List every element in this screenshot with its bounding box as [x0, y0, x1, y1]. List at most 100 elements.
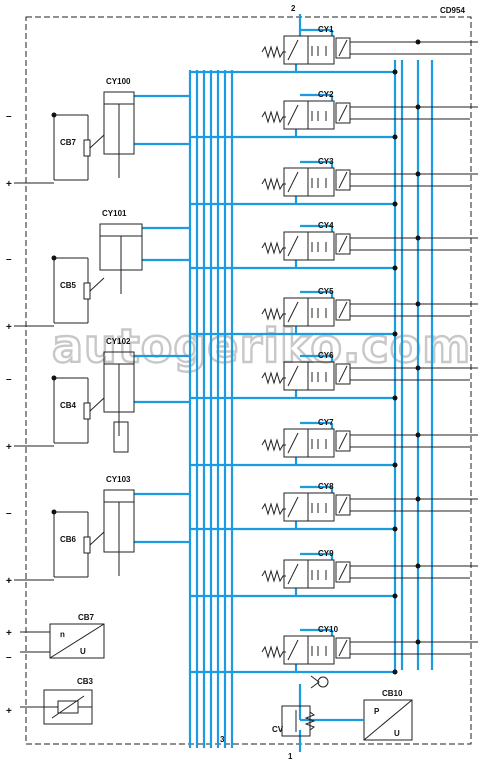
valve-cy10: CY10 — [261, 625, 351, 665]
switch-cb5: CB5 — [60, 277, 105, 300]
valve-ports — [311, 46, 327, 56]
switch-cb4: CB4 — [60, 397, 105, 420]
valve-solenoid-slash — [338, 301, 348, 319]
valve-spring — [261, 241, 286, 255]
unit-boundary — [25, 16, 472, 745]
junction-dot — [392, 462, 398, 468]
terminal-plus: + — [6, 322, 12, 333]
valve-arrow — [287, 496, 299, 518]
junction-dot — [392, 669, 398, 675]
switch-lever — [89, 531, 105, 546]
valve-arrow — [287, 639, 299, 661]
valve-cy3: CY3 — [261, 157, 351, 197]
valve-spring — [261, 569, 286, 583]
valve-solenoid-slash — [338, 39, 348, 57]
valve-box-b — [307, 100, 335, 130]
valve-arrow — [287, 301, 299, 323]
terminal-plus: + — [6, 179, 12, 190]
valve-solenoid — [335, 561, 351, 583]
valve-ports — [311, 570, 327, 580]
switch-label: CB4 — [60, 401, 77, 410]
valve-solenoid-slash — [338, 563, 348, 581]
junction-dot — [392, 201, 398, 207]
valve-label: CY10 — [318, 625, 339, 634]
cylinder-cy102: CY102 — [103, 337, 135, 436]
junction-dot — [51, 255, 57, 261]
valve-solenoid — [335, 37, 351, 59]
junction-dot — [392, 134, 398, 140]
valve-label: CY2 — [318, 90, 334, 99]
terminal-minus: – — [6, 374, 12, 385]
cylinder-label: CY100 — [106, 77, 131, 86]
valve-solenoid — [335, 233, 351, 255]
valve-solenoid — [335, 637, 351, 659]
junction-dot — [392, 69, 398, 75]
junction-dot — [51, 509, 57, 515]
pressure-sensor-out: U — [394, 729, 400, 738]
junction-dot — [415, 39, 421, 45]
electric-lines — [14, 39, 470, 675]
valve-spring — [261, 177, 286, 191]
valve-box-b — [307, 361, 335, 391]
valve-solenoid — [335, 102, 351, 124]
valve-cy8: CY8 — [261, 482, 351, 522]
junction-dot — [51, 112, 57, 118]
junction-dot — [51, 375, 57, 381]
switch-body — [83, 282, 91, 300]
valve-arrow — [287, 432, 299, 454]
switch-label: CB5 — [60, 281, 77, 290]
junction-dot — [415, 301, 421, 307]
speed-sensor-out: U — [80, 647, 86, 656]
junction-dot — [415, 104, 421, 110]
cylinder-cy103: CY103 — [103, 475, 135, 576]
valve-box-b — [307, 428, 335, 458]
valve-arrow — [287, 39, 299, 61]
valve-box-b — [307, 297, 335, 327]
switch-body — [83, 402, 91, 420]
valve-arrow — [287, 563, 299, 585]
valve-solenoid-slash — [338, 496, 348, 514]
valve-solenoid — [335, 494, 351, 516]
valve-solenoid-slash — [338, 365, 348, 383]
terminal-minus: – — [6, 111, 12, 122]
junction-dot — [415, 639, 421, 645]
switch-lever — [89, 397, 105, 412]
valve-label: CY8 — [318, 482, 334, 491]
valve-solenoid-slash — [338, 171, 348, 189]
valve-ports — [311, 646, 327, 656]
valve-box-b — [307, 167, 335, 197]
valve-solenoid-slash — [338, 639, 348, 657]
junction-dot — [392, 395, 398, 401]
check-valve: CV — [272, 675, 329, 737]
terminal-minus: – — [6, 508, 12, 519]
valve-box-a — [283, 635, 309, 665]
valve-cy5: CY5 — [261, 287, 351, 327]
valve-arrow — [287, 235, 299, 257]
port-3-label: 3 — [220, 735, 225, 744]
valve-box-b — [307, 492, 335, 522]
junction-dot — [415, 432, 421, 438]
cylinder-label: CY102 — [106, 337, 131, 346]
hydraulic-lines — [134, 14, 434, 752]
pressure-sensor-label: CB10 — [382, 689, 403, 698]
speed-sensor-in: n — [60, 630, 65, 639]
cylinder-label: CY101 — [102, 209, 127, 218]
valve-box-a — [283, 492, 309, 522]
valve-box-a — [283, 100, 309, 130]
valve-solenoid — [335, 299, 351, 321]
valve-spring — [261, 645, 286, 659]
valve-ports — [311, 178, 327, 188]
switch-body — [83, 139, 91, 157]
junction-dot — [415, 365, 421, 371]
valve-label: CY6 — [318, 351, 334, 360]
valve-spring — [261, 371, 286, 385]
junction-dot — [392, 593, 398, 599]
valve-cy7: CY7 — [261, 418, 351, 458]
unit-title: CD954 — [440, 6, 465, 15]
valve-cy2: CY2 — [261, 90, 351, 130]
valve-cy6: CY6 — [261, 351, 351, 391]
